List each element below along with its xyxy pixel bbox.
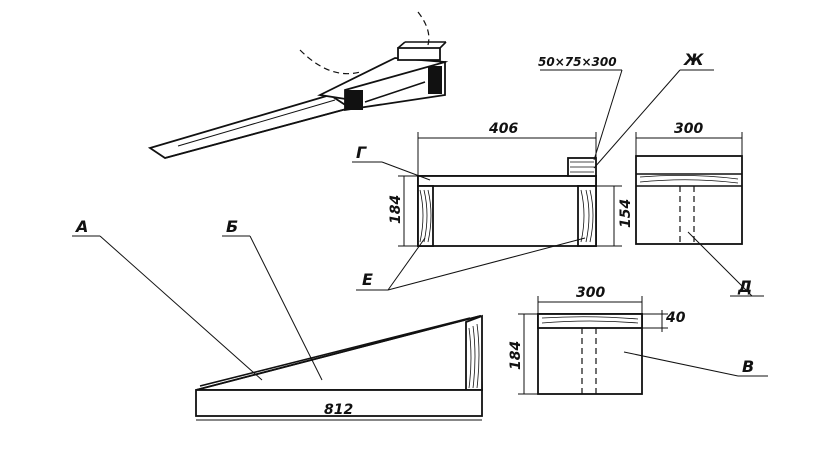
label-v: В [742,357,754,376]
label-zh: Ж [683,50,704,69]
dim-812: 812 [324,402,353,418]
dim-184-support: 184 [508,341,524,370]
dim-300-end: 300 [674,121,703,137]
support-view: 300 184 40 В [508,285,768,395]
label-d: Д [737,277,752,296]
dim-block-section: 50×75×300 [538,55,617,69]
perspective-view [147,11,449,159]
dim-300-support: 300 [576,285,605,301]
ramp-side-view: 812 А Б [72,217,483,421]
label-b: Б [226,217,238,236]
frame-end-view: 300 Д [635,121,764,297]
dim-154: 154 [618,199,634,228]
dim-184-frame: 184 [388,195,404,224]
label-g: Г [356,143,367,162]
label-a: А [74,217,88,236]
dim-406: 406 [488,121,518,137]
label-e: Е [362,270,373,289]
dim-40: 40 [665,310,686,326]
frame-side-view: 406 184 154 50×75×300 Ж Г Е [352,50,714,291]
